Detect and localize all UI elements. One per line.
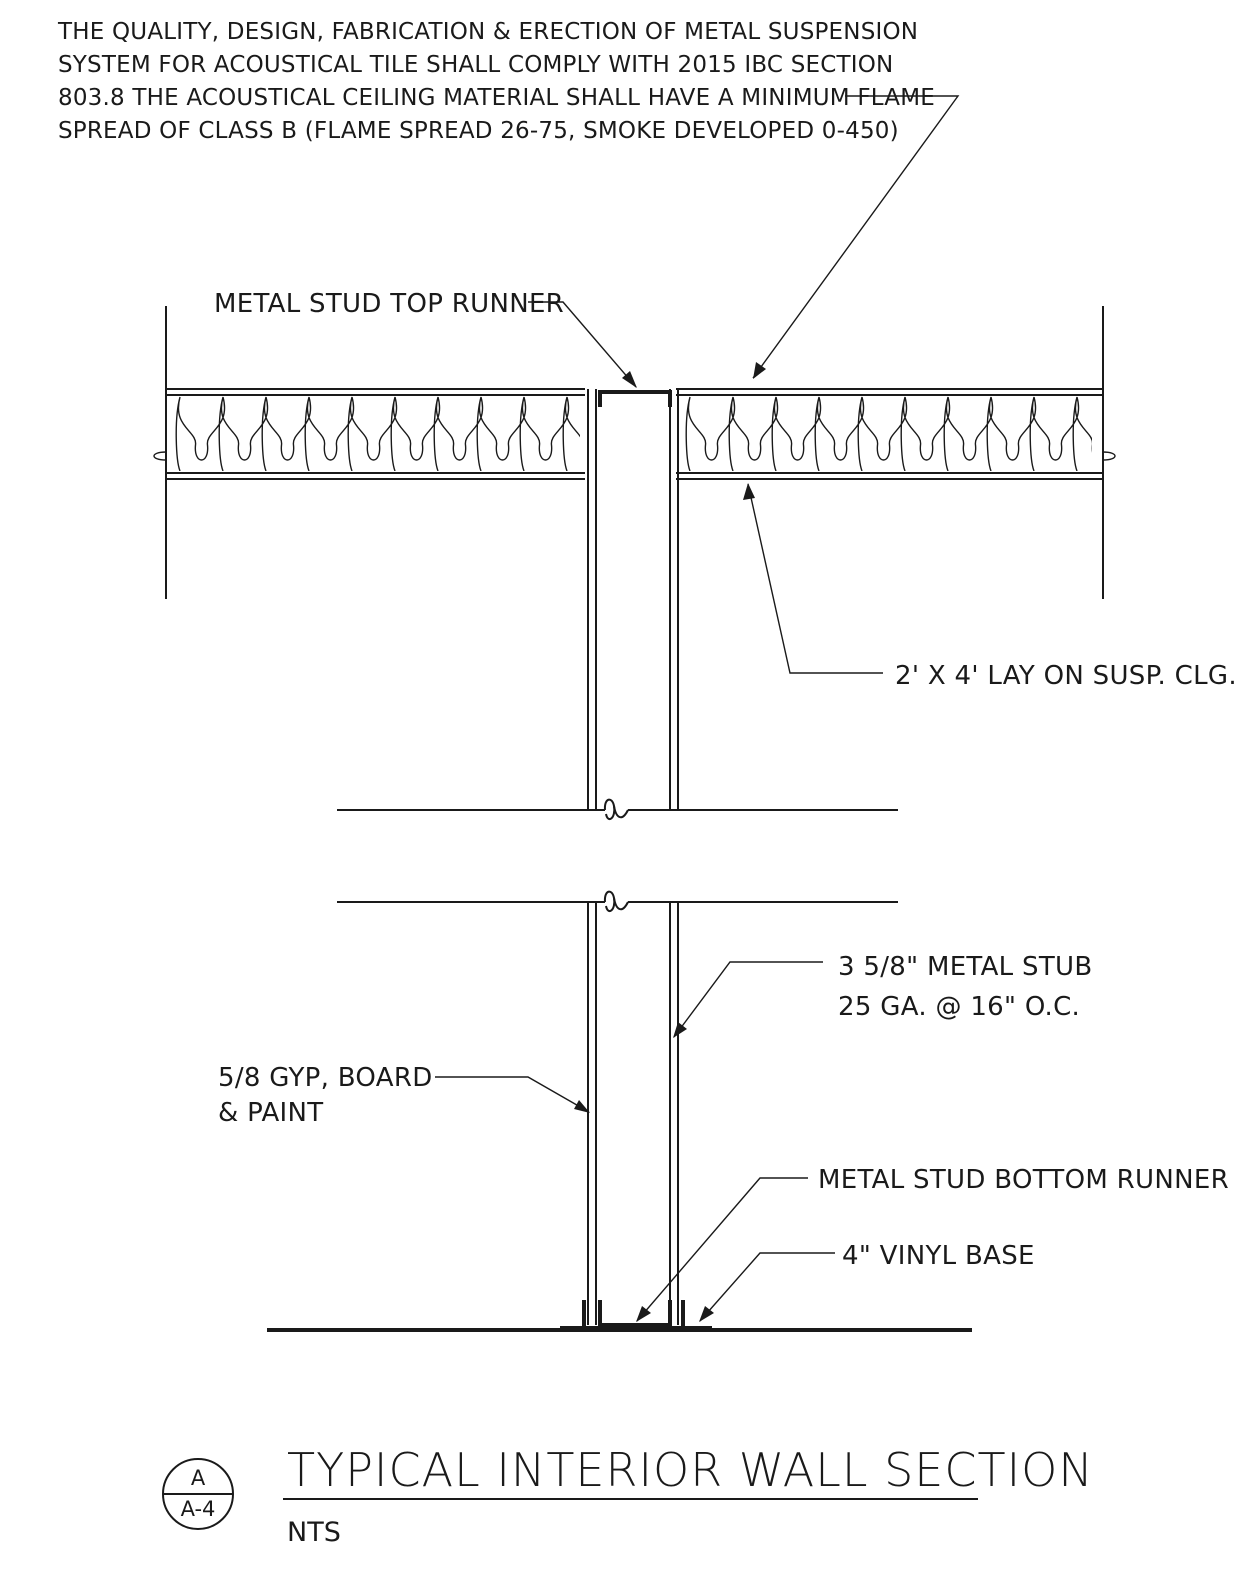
break-line-lower — [337, 890, 898, 913]
drawing-scale: NTS — [287, 1517, 341, 1548]
drawing-title: TYPICAL INTERIOR WALL SECTION — [287, 1443, 1094, 1497]
stud-label-line1: 3 5/8" METAL STUB — [838, 952, 1093, 982]
general-note-line: SPREAD OF CLASS B (FLAME SPREAD 26-75, S… — [58, 118, 899, 144]
top-runner-label: METAL STUD TOP RUNNER — [214, 289, 564, 319]
metal-stud-top-runner — [598, 390, 672, 407]
acoustical-tile-insulation — [685, 396, 1092, 471]
general-note-line: THE QUALITY, DESIGN, FABRICATION & ERECT… — [57, 19, 918, 45]
acoustical-tile-insulation — [175, 396, 580, 471]
callout-metal-stud: 3 5/8" METAL STUB 25 GA. @ 16" O.C. — [673, 952, 1093, 1038]
sheet-number: A-4 — [181, 1497, 216, 1521]
vinyl-base-label: 4" VINYL BASE — [842, 1241, 1035, 1271]
general-note-leader — [752, 95, 960, 379]
stud-label-line2: 25 GA. @ 16" O.C. — [838, 992, 1080, 1022]
general-note: THE QUALITY, DESIGN, FABRICATION & ERECT… — [57, 19, 935, 144]
ceiling-panel-right — [676, 388, 1116, 480]
detail-letter: A — [191, 1466, 206, 1490]
callout-vinyl-base: 4" VINYL BASE — [699, 1241, 1035, 1322]
callout-ceiling: 2' X 4' LAY ON SUSP. CLG. — [743, 483, 1237, 691]
ceiling-label: 2' X 4' LAY ON SUSP. CLG. — [895, 661, 1237, 691]
metal-stud-bottom-runner — [598, 1300, 672, 1327]
break-mark — [153, 451, 167, 461]
general-note-line: 803.8 THE ACOUSTICAL CEILING MATERIAL SH… — [58, 85, 935, 111]
gyp-label-line1: 5/8 GYP, BOARD — [218, 1063, 433, 1093]
callout-top-runner: METAL STUD TOP RUNNER — [214, 289, 637, 388]
gyp-label-line2: & PAINT — [218, 1098, 323, 1128]
ceiling-panel-left — [153, 388, 585, 480]
break-mark — [1102, 451, 1116, 461]
wall-upper-segment — [587, 389, 679, 810]
callout-gypsum-board: 5/8 GYP, BOARD & PAINT — [218, 1063, 590, 1128]
title-block: A A-4 TYPICAL INTERIOR WALL SECTION NTS — [162, 1443, 1094, 1548]
wall-lower-segment — [587, 902, 679, 1325]
break-line-upper — [337, 798, 898, 821]
bottom-runner-label: METAL STUD BOTTOM RUNNER — [818, 1165, 1229, 1195]
callout-bottom-runner: METAL STUD BOTTOM RUNNER — [636, 1165, 1229, 1322]
general-note-line: SYSTEM FOR ACOUSTICAL TILE SHALL COMPLY … — [58, 52, 893, 78]
vinyl-base — [582, 1300, 685, 1328]
